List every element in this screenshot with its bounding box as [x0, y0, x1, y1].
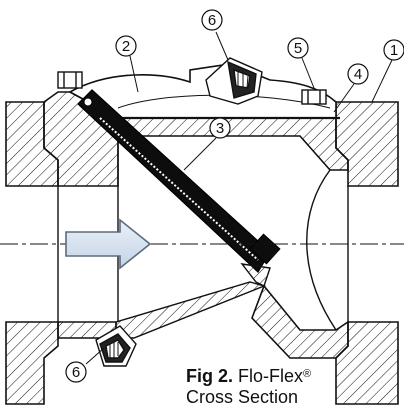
cover-bolts [57, 71, 327, 105]
svg-text:5: 5 [294, 40, 302, 57]
callout-leaders [85, 31, 393, 365]
svg-text:2: 2 [122, 38, 130, 55]
right-flange [335, 101, 399, 405]
body-outline [57, 136, 349, 331]
callout-5: 5 [287, 37, 309, 59]
svg-text:3: 3 [216, 120, 224, 137]
callout-4: 4 [347, 63, 369, 85]
left-flange [5, 101, 59, 405]
svg-text:4: 4 [354, 66, 362, 83]
svg-text:1: 1 [390, 42, 398, 59]
svg-text:6: 6 [208, 12, 216, 29]
seat-ring [240, 263, 271, 287]
figure-caption: Fig 2. Flo-Flex® Cross Section [186, 366, 396, 408]
bottom-drain-plug [95, 325, 137, 367]
caption-line-1: Fig 2. Flo-Flex® [186, 366, 396, 387]
callout-3: 3 [209, 117, 231, 139]
flow-arrow [65, 218, 152, 270]
callout-1: 1 [383, 39, 404, 61]
product-name: Flo-Flex [238, 366, 304, 386]
figure-label: Fig 2. [186, 366, 234, 386]
callout-2: 2 [115, 35, 137, 57]
caption-line-2: Cross Section [186, 387, 299, 407]
top-vent-plug [205, 57, 263, 105]
valve-disc [77, 89, 281, 273]
callout-6-top: 6 [201, 9, 223, 31]
registered-mark: ® [303, 368, 312, 380]
svg-text:6: 6 [72, 364, 80, 381]
callout-6-bottom: 6 [65, 361, 87, 383]
